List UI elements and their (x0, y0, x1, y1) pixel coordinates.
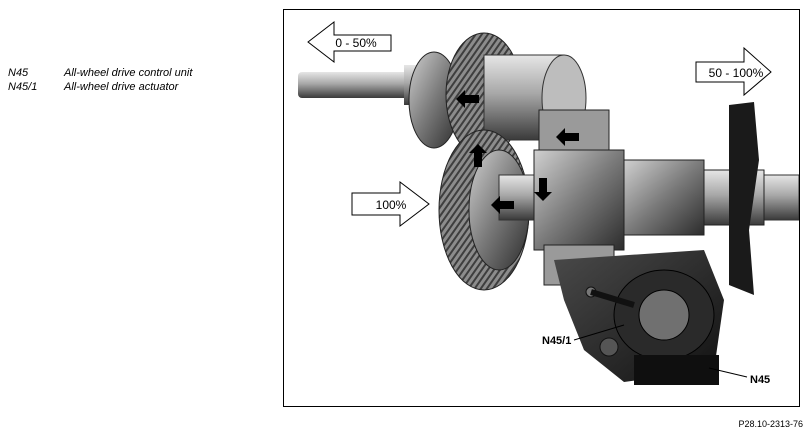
callout-actuator-line (573, 324, 625, 341)
arrow-left-label: 0 - 50% (335, 36, 377, 50)
legend-row: N45 All-wheel drive control unit (8, 66, 192, 80)
callout-control-unit-line (708, 367, 748, 378)
arrow-right-label: 50 - 100% (709, 66, 764, 80)
legend-row: N45/1 All-wheel drive actuator (8, 80, 192, 94)
arrow-left (307, 20, 392, 64)
legend-description: All-wheel drive control unit (64, 67, 193, 79)
figure-id: P28.10-2313-76 (738, 419, 803, 429)
flange (729, 102, 759, 295)
actuator-housing (554, 250, 724, 385)
callout-actuator-label: N45/1 (542, 335, 571, 347)
arrow-input (351, 180, 430, 228)
arrow-right (695, 46, 772, 97)
legend-description: All-wheel drive actuator (64, 81, 179, 93)
figure-frame: 0 - 50% 50 - 100% 100% N45/1 N45 (283, 9, 800, 407)
transfer-case-illustration: 0 - 50% 50 - 100% 100% N45/1 N45 (298, 20, 799, 386)
power-flow-arrows (456, 90, 579, 214)
callout-control-unit-label: N45 (750, 374, 770, 386)
legend-code: N45 (8, 67, 29, 79)
legend-code: N45/1 (8, 81, 38, 93)
legend: N45 All-wheel drive control unit N45/1 A… (8, 66, 192, 94)
arrow-input-label: 100% (376, 198, 407, 212)
